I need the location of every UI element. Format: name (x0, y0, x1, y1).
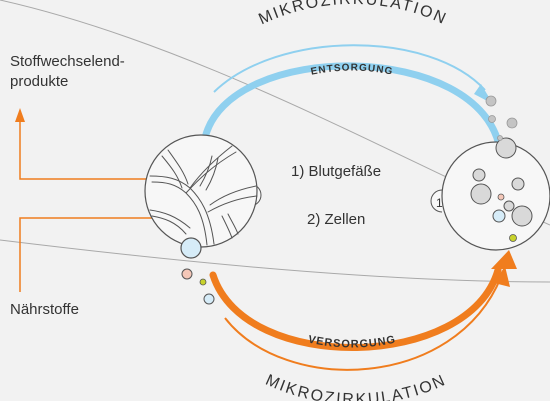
right-circle-bump (430, 189, 443, 213)
nutrients-label: Nährstoffe (10, 301, 79, 318)
microcirculation-top-label: MIKROZIRKULATION (256, 0, 450, 28)
cells-label: 2) Zellen (307, 211, 366, 228)
waste-arrow (19, 120, 186, 180)
microcirculation-bottom-label: MIKROZIRKULATION (263, 372, 449, 401)
supply-thin-arrowhead (494, 266, 510, 287)
branching-blood-vessels-icon (144, 134, 258, 248)
background-line-bottom (0, 239, 550, 283)
disposal-arrow-thick (201, 62, 504, 154)
metabolic-waste-label-line2: produkte (10, 73, 69, 90)
waste-arrowhead (15, 108, 25, 122)
waste-particles (485, 95, 518, 141)
disposal-arrow-thin (213, 44, 486, 93)
nutrient-particles (180, 237, 215, 305)
supply-arrowhead (491, 250, 517, 269)
disposal-label: ENTSORGUNG (310, 63, 394, 78)
cells-cluster-icon (441, 137, 550, 251)
supply-label: VERSORGUNG (307, 334, 397, 351)
metabolic-waste-label: Stoffwechselend- produkte (10, 52, 125, 92)
blood-vessels-label: 1) Blutgefäße (291, 163, 382, 180)
nutrient-arrow (19, 217, 174, 292)
supply-arrow-thin (224, 276, 502, 371)
right-badge-number: 1 (436, 196, 443, 210)
metabolic-waste-label-line1: Stoffwechselend- (10, 53, 125, 70)
supply-arrow-thick (209, 266, 502, 352)
